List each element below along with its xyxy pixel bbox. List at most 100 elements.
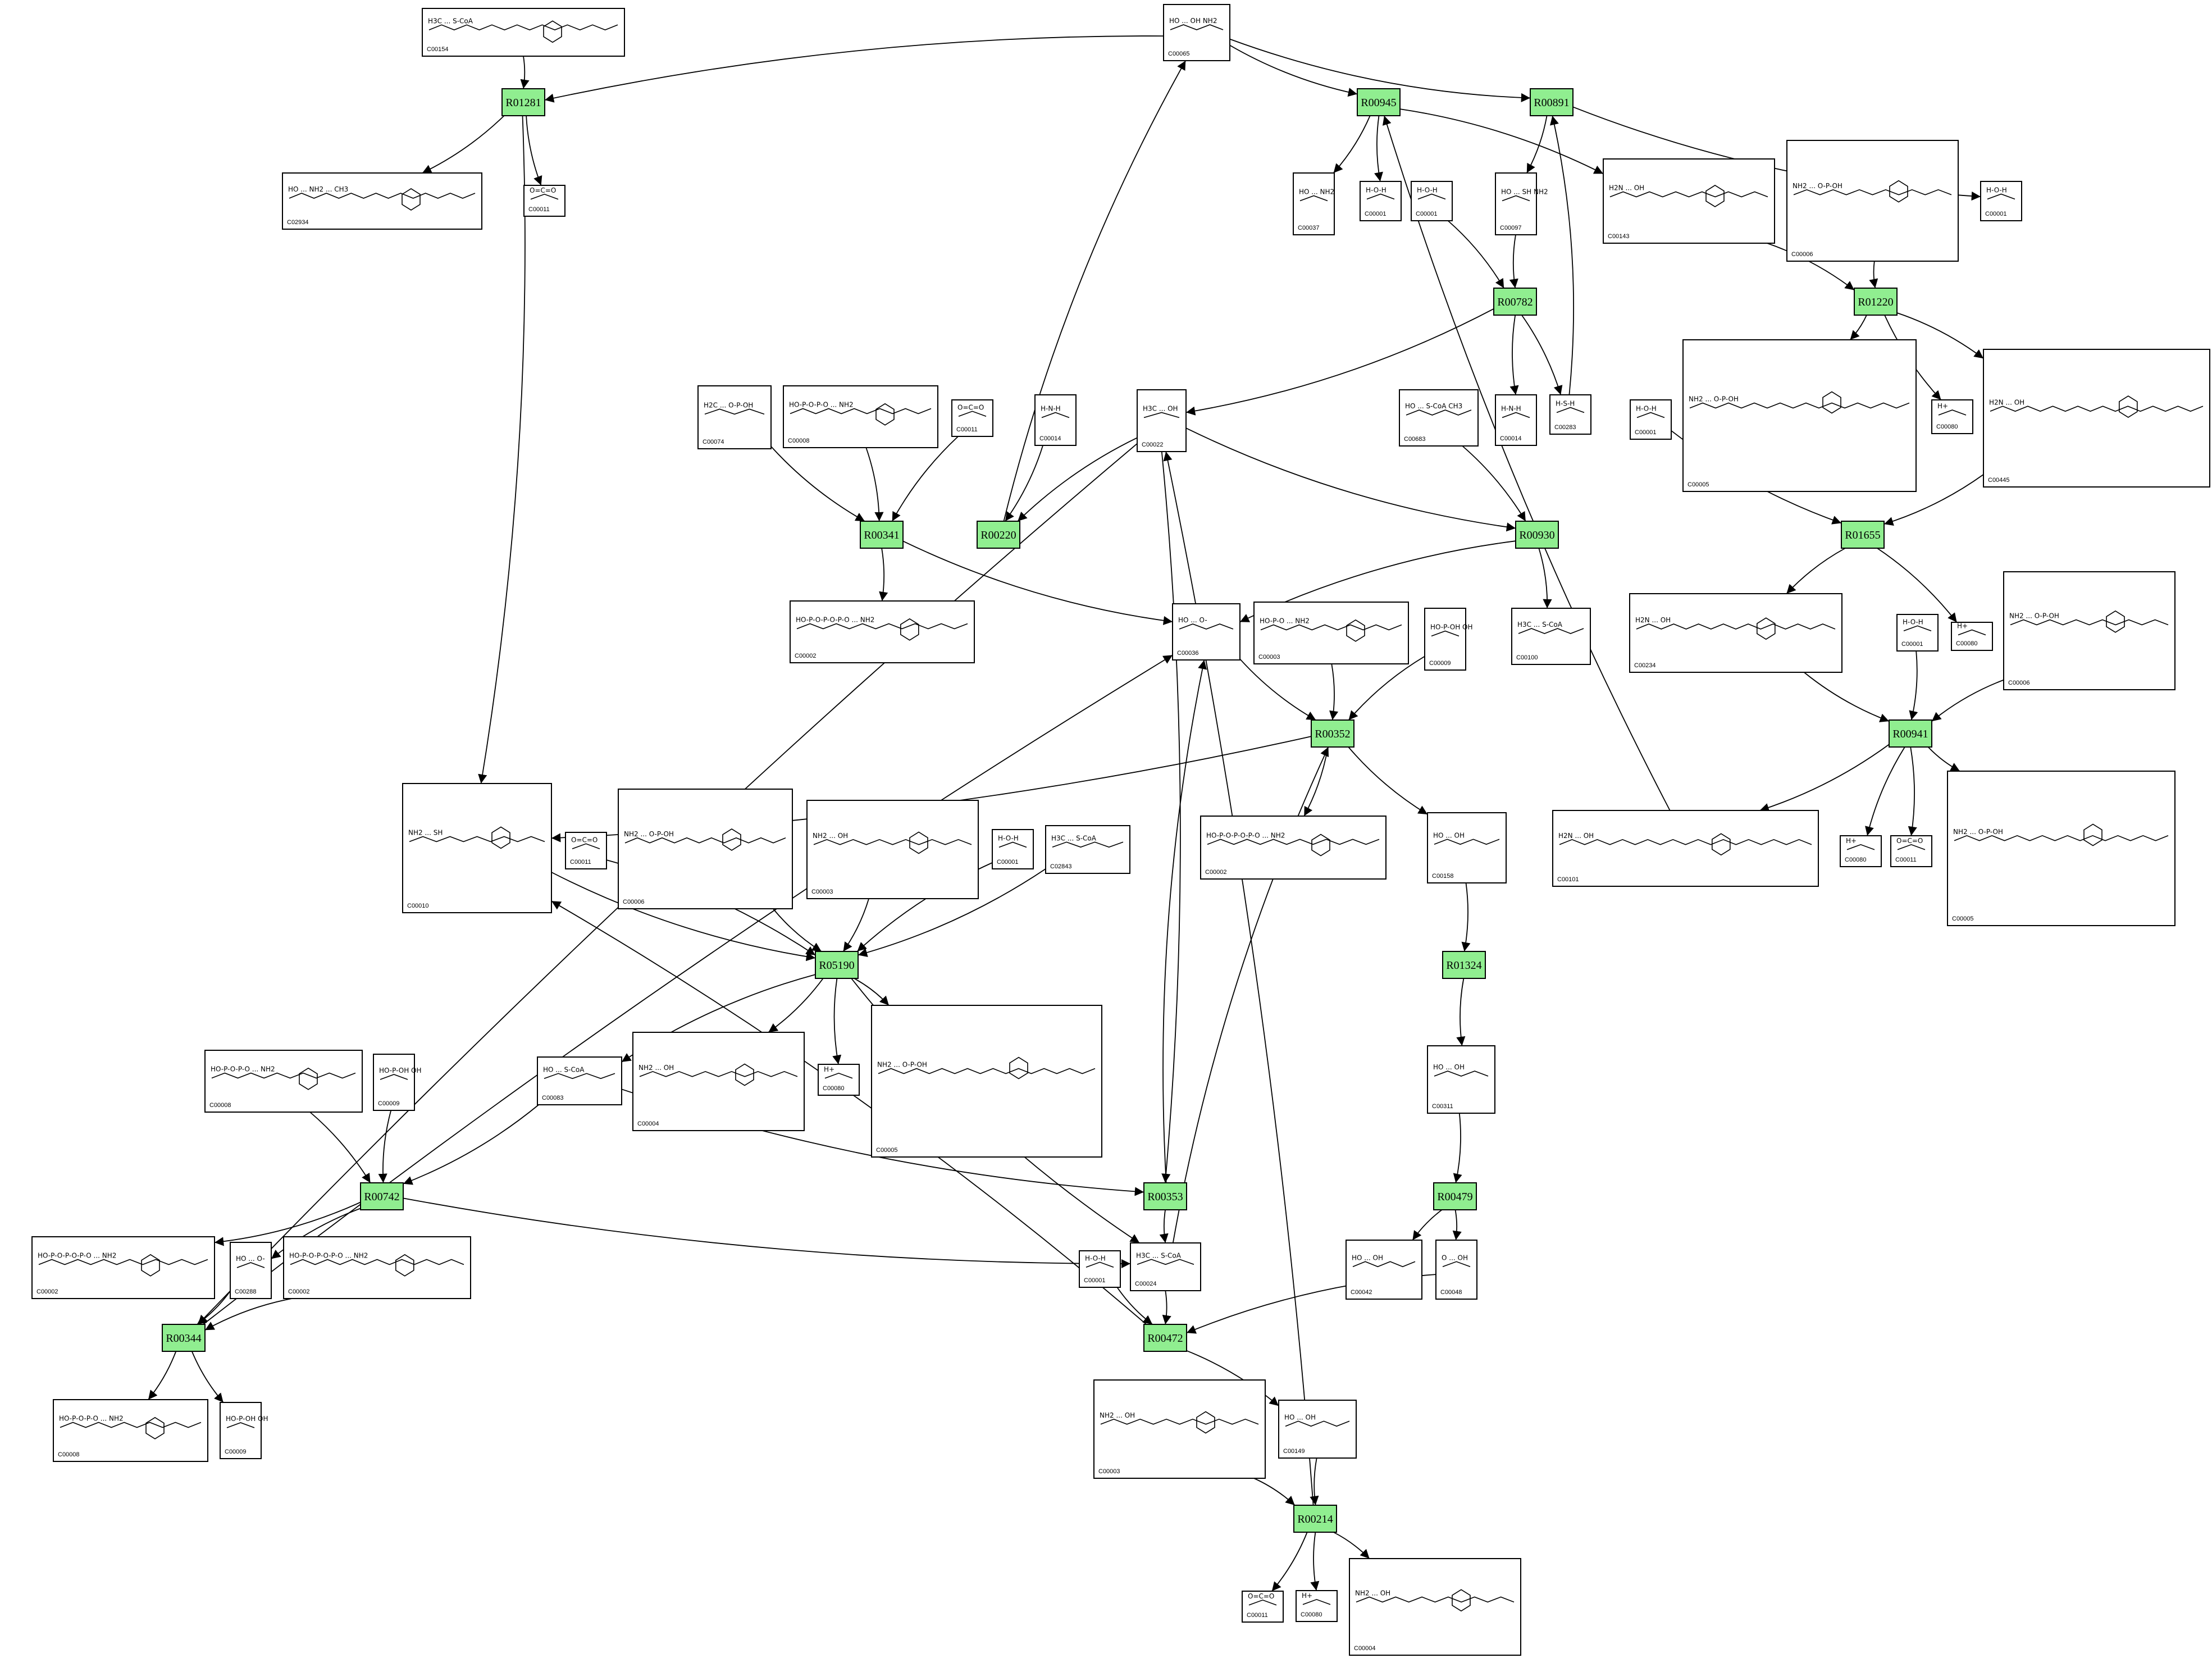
reaction-node-r00344[interactable]: R00344	[162, 1324, 206, 1352]
compound-id-label: C00080	[1845, 857, 1867, 863]
reaction-node-r00782[interactable]: R00782	[1493, 288, 1537, 316]
compound-node-c00080_a[interactable]: H+C00080	[1931, 399, 1973, 434]
structure-sketch	[236, 1262, 265, 1268]
compound-id-label: C00048	[1440, 1289, 1462, 1296]
edge-c00022-to-R00930	[1185, 427, 1516, 532]
reaction-node-r00891[interactable]: R00891	[1530, 88, 1574, 116]
compound-node-c00288[interactable]: HO ... O-C00288	[230, 1242, 272, 1299]
reaction-node-r00479[interactable]: R00479	[1433, 1182, 1477, 1210]
edge-R00353-to-c00036	[1162, 659, 1207, 1183]
reaction-node-r00341[interactable]: R00341	[860, 521, 904, 549]
reaction-node-r00353[interactable]: R00353	[1143, 1182, 1187, 1210]
reaction-node-r01281[interactable]: R01281	[501, 88, 545, 116]
reaction-node-r01655[interactable]: R01655	[1841, 521, 1885, 549]
compound-node-c00080_d[interactable]: H+C00080	[818, 1064, 860, 1096]
reaction-node-r00930[interactable]: R00930	[1515, 521, 1559, 549]
edge-c00024-to-R00472	[1162, 1290, 1171, 1325]
reaction-node-r00220[interactable]: R00220	[977, 521, 1020, 549]
reaction-node-r00352[interactable]: R00352	[1311, 719, 1354, 748]
compound-id-label: C00080	[1301, 1611, 1322, 1618]
structure-formula: HO-P-O-P-O-P-O ... NH2	[289, 1252, 368, 1260]
reaction-node-r00472[interactable]: R00472	[1143, 1324, 1187, 1352]
reaction-node-r01324[interactable]: R01324	[1442, 951, 1486, 979]
structure-sketch	[1954, 823, 2169, 846]
reaction-node-r01220[interactable]: R01220	[1854, 288, 1898, 316]
structure-formula: NH2 ... O-P-OH	[1793, 182, 1842, 190]
compound-node-c00080_c[interactable]: H+C00080	[1840, 835, 1882, 867]
structure-sketch	[1990, 395, 2204, 418]
reaction-node-r00742[interactable]: R00742	[360, 1182, 404, 1210]
compound-node-c00036[interactable]: HO ... O-C00036	[1172, 603, 1240, 661]
edge-R01324-to-c00311	[1456, 978, 1466, 1046]
reaction-node-r05190[interactable]: R05190	[815, 951, 859, 979]
compound-id-label: C00445	[1988, 477, 2010, 484]
structure-formula: NH2 ... OH	[1355, 1589, 1390, 1597]
compound-node-c00080_b[interactable]: H+C00080	[1951, 622, 1993, 651]
reaction-node-r00941[interactable]: R00941	[1889, 719, 1932, 748]
reaction-node-r00945[interactable]: R00945	[1357, 88, 1401, 116]
reaction-node-r00214[interactable]: R00214	[1293, 1505, 1337, 1533]
compound-node-c00080_e[interactable]: H+C00080	[1296, 1590, 1338, 1622]
edge-R00941-to-c00005_b	[1927, 746, 1960, 772]
compound-id-label: C00001	[1985, 211, 2007, 217]
